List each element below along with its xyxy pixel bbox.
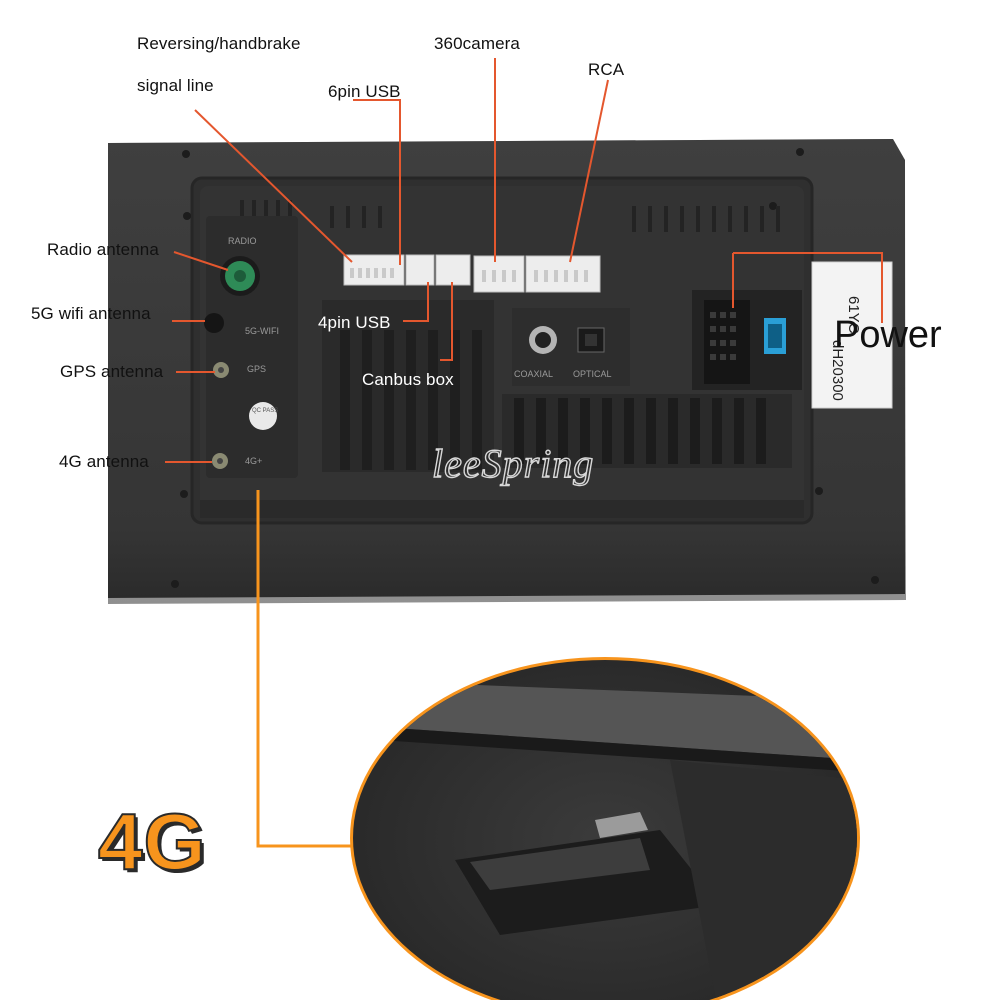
power-connector xyxy=(692,290,802,390)
label-4g-antenna: 4G antenna xyxy=(59,452,149,471)
serial-sticker xyxy=(811,261,893,409)
label-gps-antenna: GPS antenna xyxy=(60,362,164,381)
label-reversing-line1: Reversing/handbrake xyxy=(137,34,301,53)
panel-coaxial-text: COAXIAL xyxy=(514,369,554,379)
label-6pin-usb: 6pin USB xyxy=(328,82,401,101)
label-radio-antenna: Radio antenna xyxy=(47,240,159,259)
qc-sticker-text: QC PASS xyxy=(252,408,279,414)
audio-ports xyxy=(512,308,630,386)
antenna-panel xyxy=(204,216,298,478)
brand-watermark: leeSpring xyxy=(431,440,595,486)
label-canbus-box: Canbus box xyxy=(362,370,454,389)
center-grill xyxy=(322,300,792,472)
bottom-lip xyxy=(200,500,804,518)
panel-gps-text: GPS xyxy=(247,364,267,374)
label-power: Power xyxy=(834,314,942,356)
label-rca: RCA xyxy=(588,60,625,79)
4g-callout-line xyxy=(256,490,352,848)
label-4pin-usb: 4pin USB xyxy=(318,313,391,332)
zoom-inset xyxy=(350,657,860,1005)
annotation-lines xyxy=(165,58,883,463)
label-reversing-line2: signal line xyxy=(137,76,214,95)
top-vents xyxy=(240,200,780,232)
panel-lte-text: 4G+ xyxy=(245,456,263,466)
panel-radio-text: RADIO xyxy=(228,236,257,246)
label-360camera: 360camera xyxy=(434,34,520,53)
connector-row xyxy=(343,254,601,293)
panel-optical-text: OPTICAL xyxy=(573,369,612,379)
label-4g-big: 4G xyxy=(97,796,207,887)
panel-wifi-text: 5G-WIFI xyxy=(245,326,279,336)
label-5g-wifi-antenna: 5G wifi antenna xyxy=(31,304,151,323)
